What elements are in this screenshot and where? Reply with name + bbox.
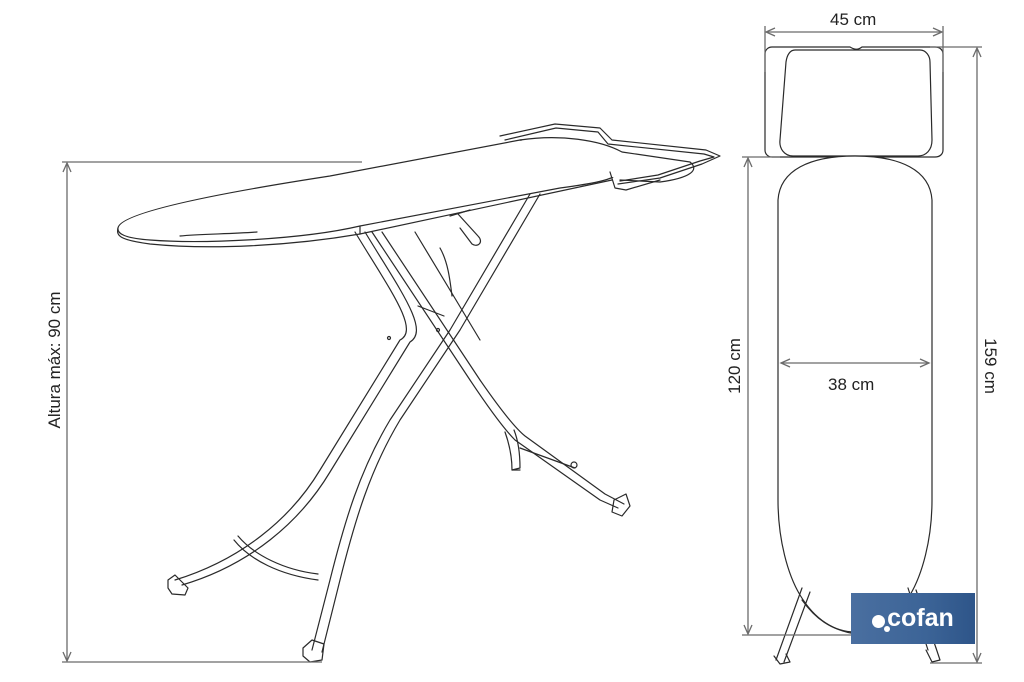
top-view-ironing-board [764, 46, 944, 665]
search-dot-icon [872, 615, 891, 632]
logo-text: cofan [887, 604, 954, 632]
cofan-logo: cofan [851, 593, 975, 644]
total-length-label: 159 cm [981, 338, 1000, 394]
tray-width-label: 45 cm [830, 10, 877, 29]
board-length-label: 120 cm [725, 338, 744, 394]
board-width-label: 38 cm [828, 375, 875, 394]
dimension-lines [62, 26, 982, 664]
max-height-label: Altura máx: 90 cm [45, 291, 64, 429]
perspective-ironing-board [116, 123, 721, 663]
